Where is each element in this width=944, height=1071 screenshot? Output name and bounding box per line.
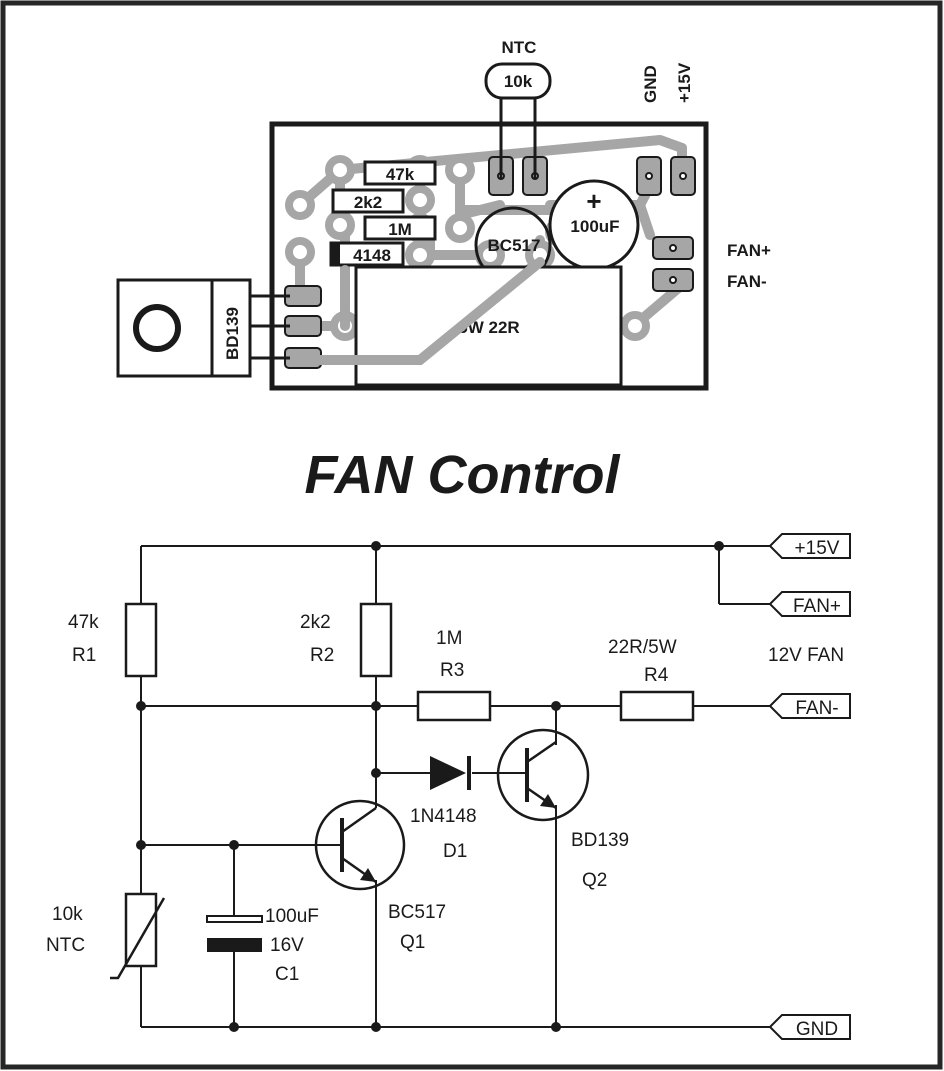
r1-ref: R1 [72, 645, 96, 666]
ntc-thermistor-symbol [110, 892, 166, 980]
r4-ref: R4 [644, 665, 669, 686]
pcb-r47k-label: 47k [386, 165, 415, 184]
pcb-diode-band [331, 243, 340, 265]
pcb-ntc [484, 62, 552, 178]
resistor-r3 [416, 690, 492, 722]
capacitor-c1-symbol [206, 915, 263, 952]
port-fan-minus-label: FAN- [795, 698, 838, 719]
q1-emitter-arrow [360, 868, 376, 882]
port-15v [768, 533, 851, 559]
pcb-ntc-label: NTC [502, 38, 537, 57]
pcb-ntc-value: 10k [504, 72, 533, 91]
r2-value: 2k2 [300, 612, 331, 633]
c1-ref: C1 [275, 964, 299, 985]
r3-ref: R3 [440, 660, 464, 681]
r1-value: 47k [68, 612, 99, 633]
port-gnd [768, 1014, 851, 1040]
ntc-ref: NTC [46, 935, 85, 956]
pcb-cap-label: 100uF [570, 217, 619, 236]
q1-value: BC517 [388, 902, 446, 923]
resistor-r2 [359, 602, 393, 678]
port-fan-minus [768, 693, 851, 719]
diode-d1-symbol [430, 756, 471, 790]
c1-value: 100uF [265, 906, 319, 927]
pcb-r22-label: 5W 22R [458, 318, 519, 337]
d1-value: 1N4148 [410, 806, 477, 827]
port-gnd-label: GND [796, 1019, 838, 1040]
pcb-cap-plus: + [586, 186, 601, 216]
resistor-r4 [619, 690, 695, 722]
c1-volt: 16V [270, 935, 304, 956]
pcb-r2k2-label: 2k2 [354, 193, 382, 212]
pcb-layout: NTC 10k GND +15V 47k 2k2 1M 4148 BC517 +… [116, 38, 771, 391]
d1-ref: D1 [443, 841, 467, 862]
pcb-15v-label: +15V [675, 62, 694, 103]
r3-value: 1M [436, 628, 462, 649]
pcb-power-resistor [354, 265, 623, 387]
transistor-q2-symbol [496, 728, 590, 822]
q2-ref: Q2 [582, 870, 607, 891]
pcb-bd139-label: BD139 [223, 307, 242, 360]
q1-ref: Q1 [400, 932, 425, 953]
schematic-ports [768, 533, 851, 1040]
schematic-resistors [124, 602, 695, 722]
pcb-bd139 [116, 278, 290, 378]
resistor-r1 [124, 602, 158, 678]
junction-dots [136, 541, 724, 1032]
ntc-value: 10k [52, 904, 83, 925]
pcb-resistors [329, 160, 437, 267]
q2-value: BD139 [571, 830, 629, 851]
pcb-fan-minus-label: FAN- [727, 272, 767, 291]
q2-emitter-arrow [540, 794, 556, 808]
port-15v-label: +15V [795, 538, 840, 559]
pcb-fan-plus-label: FAN+ [727, 241, 771, 260]
pcb-q1-label: BC517 [488, 236, 541, 255]
port-fan-plus-label: FAN+ [793, 596, 841, 617]
pcb-d4148-label: 4148 [353, 246, 391, 265]
r4-value: 22R/5W [608, 637, 677, 658]
page-title: FAN Control [305, 445, 621, 505]
fan-label: 12V FAN [768, 645, 844, 666]
schematic [140, 545, 770, 1028]
pcb-gnd-label: GND [641, 65, 660, 103]
pcb-r1m-label: 1M [388, 220, 412, 239]
r2-ref: R2 [310, 645, 334, 666]
port-fan-plus [768, 591, 851, 617]
